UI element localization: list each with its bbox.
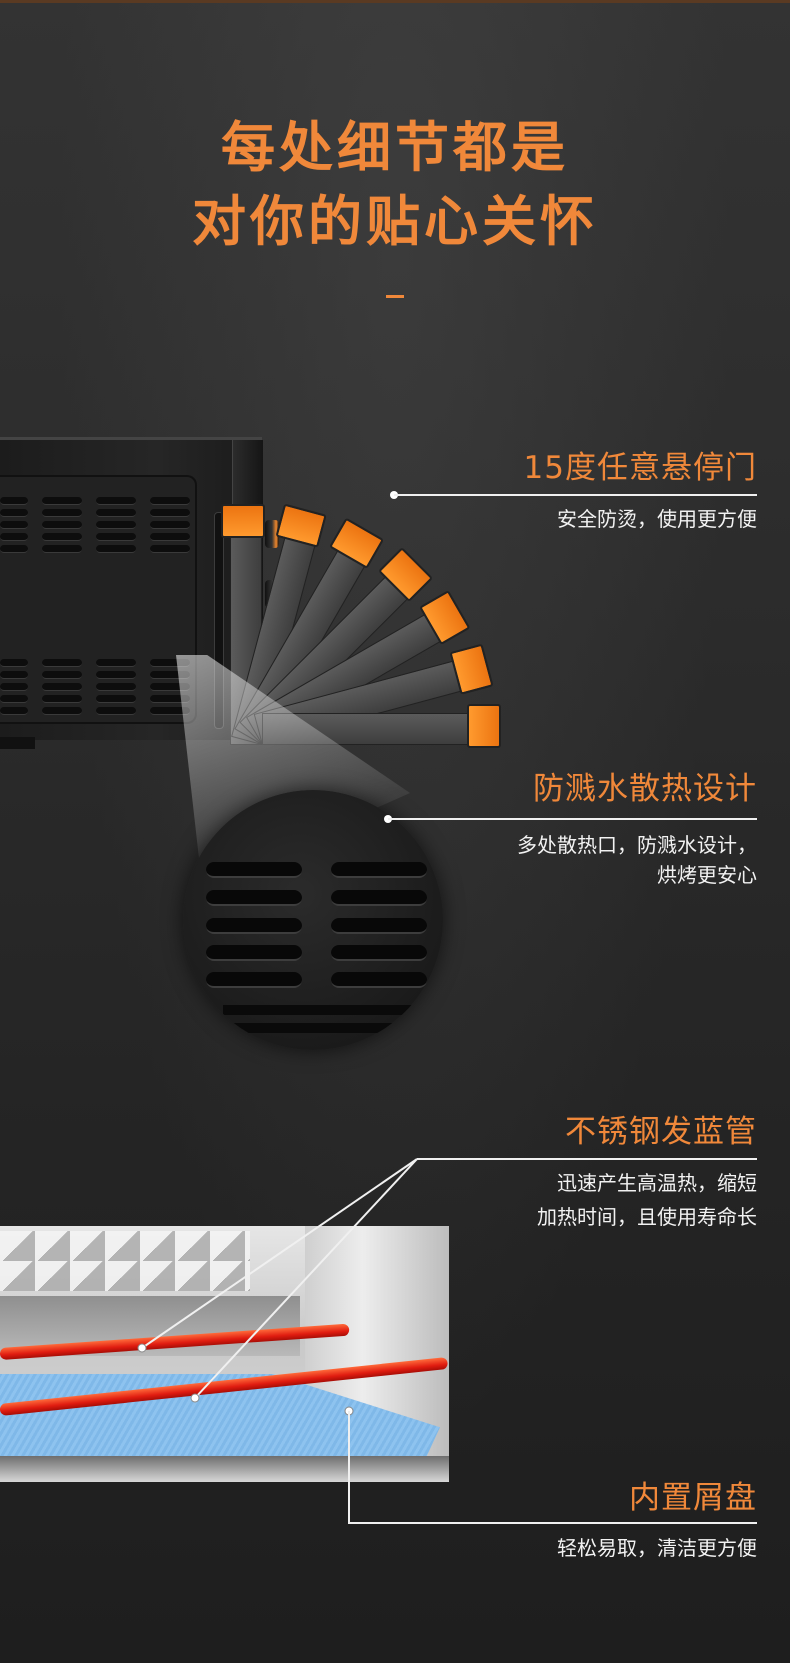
headline-dash-divider (386, 295, 404, 298)
callout-line (348, 1522, 757, 1524)
feature-subtitle-heating-tube-2: 加热时间，且使用寿命长 (537, 1205, 757, 1229)
feature-subtitle-splashproof-vent-1: 多处散热口，防溅水设计， (517, 833, 757, 857)
callout-line (394, 494, 757, 496)
feature-subtitle-hover-door: 安全防烫，使用更方便 (557, 507, 757, 531)
door-handle-icon (467, 704, 501, 748)
headline-line-1: 每处细节都是 (221, 116, 569, 179)
headline-line-2: 对你的贴心关怀 (192, 190, 598, 253)
oven-interior-image (0, 1226, 449, 1482)
callout-line-vertical (348, 1411, 350, 1524)
feature-subtitle-heating-tube-1: 迅速产生高温热，缩短 (557, 1171, 757, 1195)
feature-title-crumb-tray: 内置屑盘 (629, 1480, 757, 1516)
feature-title-hover-door: 15度任意悬停门 (523, 450, 757, 486)
feature-subtitle-splashproof-vent-2: 烘烤更安心 (657, 863, 757, 887)
oven-side-panel (0, 475, 197, 724)
callout-line (417, 1158, 757, 1160)
feature-subtitle-crumb-tray: 轻松易取，清洁更方便 (557, 1536, 757, 1560)
control-knob-icon (265, 520, 279, 548)
callout-line (388, 818, 757, 820)
oven-foot (0, 737, 35, 749)
feature-title-splashproof-vent: 防溅水散热设计 (533, 771, 757, 807)
top-accent-bar (0, 0, 790, 3)
feature-title-heating-tube: 不锈钢发蓝管 (565, 1114, 757, 1150)
vent-closeup-image (183, 790, 443, 1050)
